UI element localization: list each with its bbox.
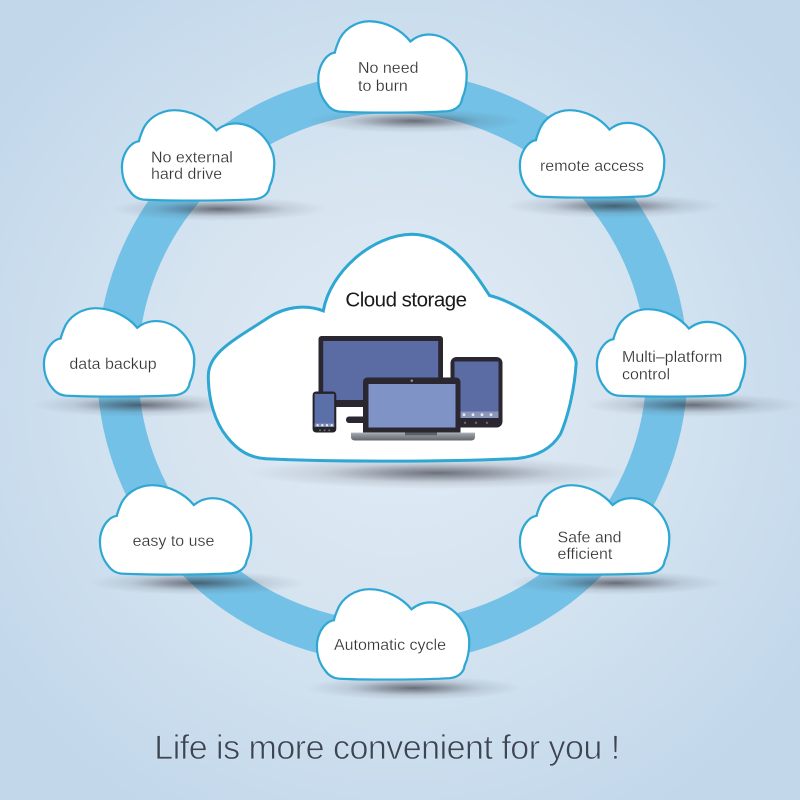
svg-text:Cloud storage: Cloud storage: [345, 289, 466, 312]
svg-text:Life is more convenient for yo: Life is more convenient for you !: [154, 729, 619, 767]
svg-text:easy to use: easy to use: [133, 533, 215, 550]
svg-text:remote access: remote access: [540, 158, 644, 175]
svg-text:data backup: data backup: [69, 356, 156, 373]
svg-text:No external: No external: [151, 150, 233, 167]
svg-text:to burn: to burn: [358, 78, 408, 95]
svg-text:Safe and: Safe and: [558, 530, 622, 547]
svg-text:No need: No need: [358, 60, 419, 77]
svg-text:hard drive: hard drive: [151, 166, 222, 183]
svg-text:efficient: efficient: [558, 546, 613, 563]
svg-text:Automatic cycle: Automatic cycle: [334, 637, 446, 654]
svg-text:control: control: [622, 367, 670, 384]
svg-text:Multi–platform: Multi–platform: [622, 349, 722, 366]
